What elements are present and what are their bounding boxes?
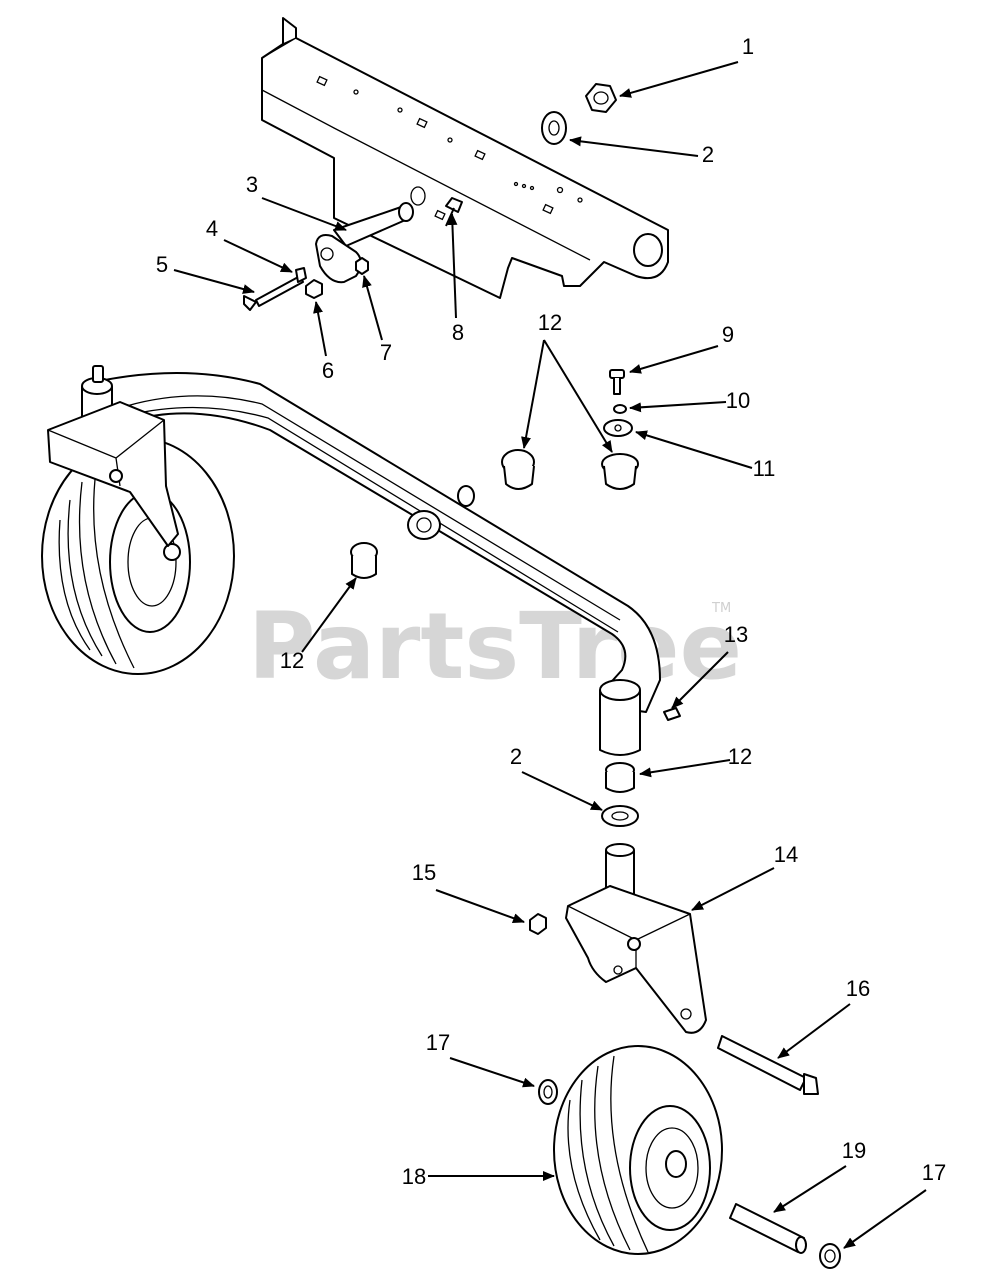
callout-label-19: 19 <box>842 1138 866 1163</box>
callout-label-9: 9 <box>722 322 734 347</box>
bolt-16 <box>717 1035 819 1095</box>
callout-arrow-3 <box>261 197 347 231</box>
callout-arrow-12 <box>301 577 357 653</box>
callout-label-12: 12 <box>728 744 752 769</box>
callout-arrow-15 <box>435 889 525 923</box>
bushing-12d <box>605 762 635 793</box>
flat-washer-11 <box>603 419 633 437</box>
callout-label-5: 5 <box>156 252 168 277</box>
callout-arrow-9 <box>629 345 719 374</box>
callout-label-14: 14 <box>774 842 798 867</box>
callout-label-17: 17 <box>426 1030 450 1055</box>
watermark-trademark: TM <box>711 601 731 616</box>
callout-arrow-8 <box>447 213 458 319</box>
callout-arrow-12 <box>521 339 545 449</box>
caster-fork-14 <box>565 843 707 1034</box>
callout-label-6: 6 <box>322 358 334 383</box>
grease-pin <box>243 267 307 311</box>
callout-label-2: 2 <box>702 142 714 167</box>
callout-arrow-17 <box>843 1189 927 1249</box>
callout-arrow-2 <box>521 771 603 811</box>
callout-arrow-19 <box>773 1165 847 1213</box>
callout-label-3: 3 <box>246 172 258 197</box>
bushing-12a <box>501 449 535 490</box>
wheel-18 <box>553 1045 723 1255</box>
axle-arm <box>85 372 661 756</box>
callout-arrow-5 <box>173 269 255 294</box>
callout-label-10: 10 <box>726 388 750 413</box>
callout-label-17: 17 <box>922 1160 946 1185</box>
callout-label-2: 2 <box>510 744 522 769</box>
callout-label-8: 8 <box>452 320 464 345</box>
left-caster <box>41 365 235 675</box>
callout-arrow-12 <box>639 759 731 778</box>
lock-washer-10 <box>613 404 627 414</box>
callout-label-7: 7 <box>380 340 392 365</box>
callout-label-18: 18 <box>402 1164 426 1189</box>
callout-arrow-12-b <box>543 339 613 453</box>
callout-arrow-1 <box>619 61 739 98</box>
bolt-9 <box>609 369 625 395</box>
bushing-12c <box>350 542 378 579</box>
callout-arrow-10 <box>629 401 727 413</box>
bushing-12b <box>601 453 639 490</box>
bolt-8 <box>445 197 463 227</box>
callout-label-16: 16 <box>846 976 870 1001</box>
callout-label-1: 1 <box>742 34 754 59</box>
watermark-text: PartsTree <box>248 593 742 700</box>
callout-arrow-16 <box>777 1003 851 1059</box>
washer-2-top <box>541 111 567 145</box>
washer-2-lower <box>601 805 639 827</box>
callout-label-4: 4 <box>206 216 218 241</box>
callout-label-12: 12 <box>538 310 562 335</box>
callout-label-12: 12 <box>280 648 304 673</box>
callout-arrow-14 <box>691 867 775 911</box>
callout-label-13: 13 <box>724 622 748 647</box>
nut-17a <box>538 1079 558 1105</box>
callout-arrow-2 <box>569 136 699 157</box>
nut-6 <box>305 279 323 299</box>
nut-15 <box>529 913 547 935</box>
callout-arrow-13 <box>671 651 729 709</box>
spacer-19 <box>729 1203 807 1254</box>
nut-1 <box>585 83 617 113</box>
callout-label-15: 15 <box>412 860 436 885</box>
callout-arrow-7 <box>362 275 383 341</box>
grease-fitting-13 <box>663 707 681 721</box>
callout-arrow-11 <box>635 430 753 469</box>
callout-arrow-6 <box>313 301 327 357</box>
nut-7 <box>355 257 369 275</box>
nut-17b <box>819 1243 841 1269</box>
callout-arrow-17 <box>449 1057 535 1088</box>
callout-arrow-4 <box>223 239 293 273</box>
callout-label-11: 11 <box>753 456 776 481</box>
pivot-shaft <box>315 202 414 284</box>
